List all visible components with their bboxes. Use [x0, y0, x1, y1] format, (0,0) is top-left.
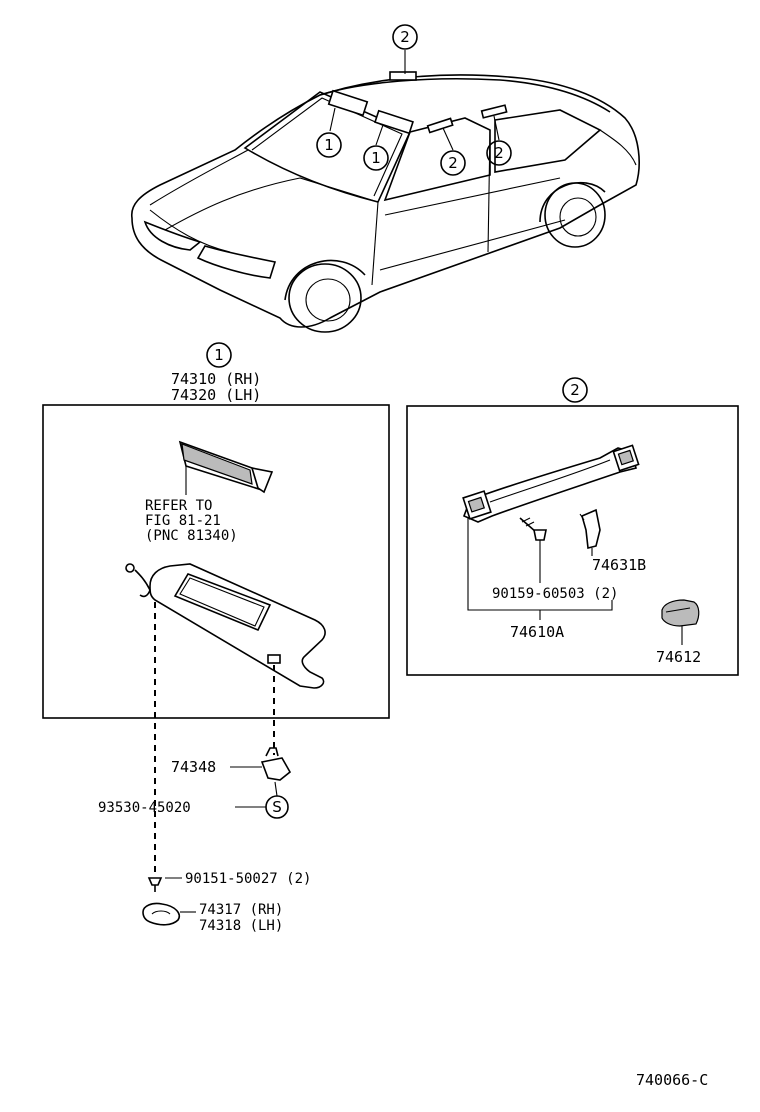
visor-part-rh: 74310 (RH): [171, 370, 261, 388]
callout-car-2-mid: 2: [440, 150, 466, 176]
svg-text:2: 2: [494, 144, 504, 162]
grip-cap-illustration: [661, 599, 700, 627]
refer-note-line3: (PNC 81340): [145, 528, 238, 544]
callout-car-1-right: 1: [363, 145, 389, 171]
visor-cover-illustration: [142, 902, 180, 926]
svg-text:S: S: [272, 798, 282, 816]
callout-number: 2: [400, 28, 410, 46]
svg-text:2: 2: [448, 154, 458, 172]
clip-connector: [274, 781, 278, 797]
car-illustration: [131, 50, 640, 333]
callout-car-2-right: 2: [486, 140, 512, 166]
svg-text:2: 2: [570, 381, 580, 399]
vanity-mirror-illustration: [178, 440, 274, 494]
visor-part-lh: 74320 (LH): [171, 386, 261, 404]
svg-text:1: 1: [324, 136, 334, 154]
svg-text:1: 1: [214, 346, 224, 364]
screw-part-number: 90151-50027 (2): [185, 871, 311, 887]
refer-note-line1: REFER TO: [145, 498, 212, 514]
grip-cap-part-number: 74612: [656, 648, 701, 666]
grip-bracket-part-number: 74631B: [592, 556, 646, 574]
visor-panel-frame: [42, 404, 390, 719]
sun-visor-illustration: [125, 563, 326, 689]
clip-part-number: 93530-45020: [98, 800, 191, 816]
holder-part-number: 74348: [171, 758, 216, 776]
grip-assembly-part-number: 74610A: [510, 623, 564, 641]
grip-panel-frame: [406, 405, 739, 676]
callout-visor-1: 1: [206, 342, 232, 368]
svg-text:1: 1: [371, 149, 381, 167]
callout-grip-2: 2: [562, 377, 588, 403]
grip-bracket-illustration: [579, 508, 601, 549]
cover-part-rh: 74317 (RH): [199, 902, 283, 918]
grip-screw-part-number: 90159-60503 (2): [492, 586, 618, 602]
cover-part-lh: 74318 (LH): [199, 918, 283, 934]
figure-code: 740066-C: [636, 1071, 708, 1089]
visor-screw-illustration: [147, 877, 163, 892]
callout-car-1-left: 1: [316, 132, 342, 158]
grip-screw-illustration: [519, 517, 547, 541]
callout-car-2-top: 2: [392, 24, 418, 50]
assist-grip-illustration: [462, 444, 640, 523]
refer-note-line2: FIG 81-21: [145, 513, 221, 529]
visor-holder-illustration: [260, 747, 292, 781]
